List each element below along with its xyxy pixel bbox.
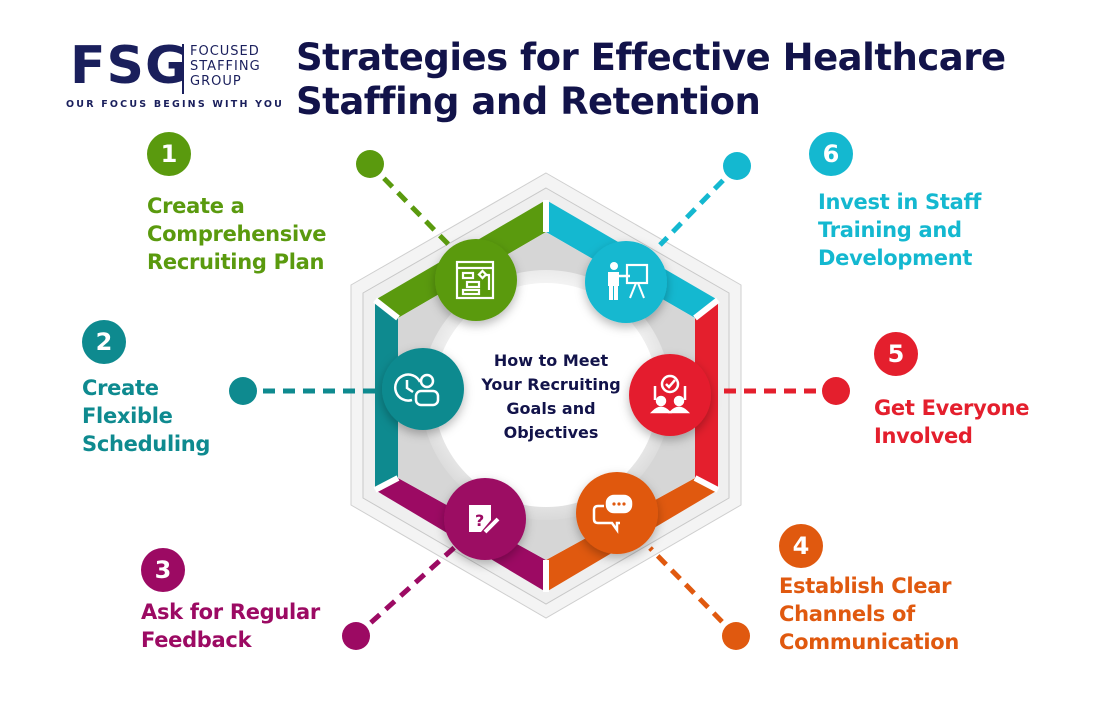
logo-company-name: FOCUSED STAFFING GROUP (190, 44, 261, 89)
flowchart-plan-icon (455, 260, 495, 300)
chat-bubbles-icon (592, 494, 633, 534)
center-heading: How to Meet Your Recruiting Goals and Ob… (481, 351, 621, 442)
svg-text:?: ? (475, 511, 484, 530)
presenter-board-icon (608, 262, 649, 300)
strategy-4-number-badge: 4 (779, 524, 823, 568)
strategy-3-label: Ask for Regular Feedback (141, 600, 320, 652)
strategy-1-number-badge: 1 (147, 132, 191, 176)
strategy-5-number-badge: 5 (874, 332, 918, 376)
strategy-2-label: Create Flexible Scheduling (82, 376, 211, 456)
page-title: Strategies for Effective Healthcare Staf… (296, 36, 1006, 123)
logo-mark: FSG (70, 36, 189, 96)
strategy-5-label: Get Everyone Involved (874, 396, 1030, 448)
logo-divider (182, 44, 184, 94)
strategy-3-number-badge: 3 (141, 548, 185, 592)
clock-person-icon (394, 373, 440, 407)
logo-tagline: OUR FOCUS BEGINS WITH YOU (66, 99, 285, 110)
strategy-1-label: Create a Comprehensive Recruiting Plan (147, 194, 327, 274)
strategy-6-number-badge: 6 (809, 132, 853, 176)
strategy-6-label: Invest in Staff Training and Development (818, 190, 982, 270)
strategy-2-number-badge: 2 (82, 320, 126, 364)
team-checkmark-icon (649, 374, 691, 414)
question-note-pencil-icon: ? (469, 505, 500, 534)
strategy-4-label: Establish Clear Channels of Communicatio… (779, 574, 960, 654)
